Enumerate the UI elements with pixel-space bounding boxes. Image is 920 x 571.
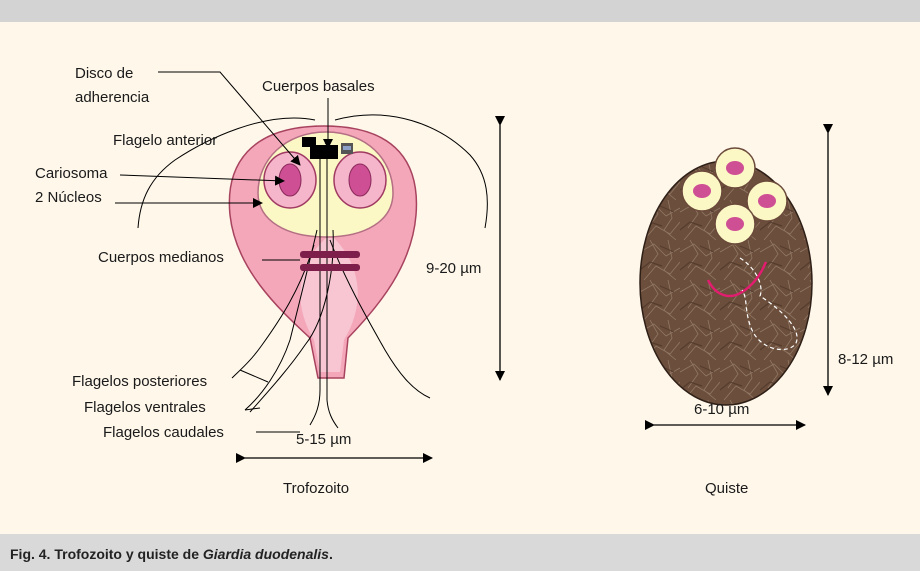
label-quiste: Quiste — [705, 480, 748, 497]
label-trofozoito-height: 9-20 µm — [426, 260, 481, 277]
nucleo-left — [264, 152, 316, 208]
label-cuerpos-basales: Cuerpos basales — [262, 78, 375, 95]
label-flagelo-anterior: Flagelo anterior — [113, 132, 217, 149]
diagram-canvas: Disco de adherencia Cuerpos basales Flag… — [0, 0, 920, 534]
caption-suffix: . — [329, 546, 333, 562]
caption-prefix: Fig. 4. Trofozoito y quiste de — [10, 546, 203, 562]
label-trofozoito: Trofozoito — [283, 480, 349, 497]
label-quiste-height: 8-12 µm — [838, 351, 893, 368]
quiste-nucleo-2 — [682, 171, 722, 211]
trofozoito-diagram: Disco de adherencia Cuerpos basales Flag… — [35, 65, 500, 497]
quiste-nucleo-4 — [715, 204, 755, 244]
label-flagelos-posteriores: Flagelos posteriores — [72, 373, 207, 390]
cuerpo-mediano-2 — [300, 264, 360, 271]
label-cariosoma: Cariosoma — [35, 165, 108, 182]
quiste-diagram: 8-12 µm 6-10 µm Quiste — [640, 133, 893, 497]
caption-species: Giardia duodenalis — [203, 546, 329, 562]
label-disco-2: adherencia — [75, 89, 150, 106]
label-flagelos-ventrales: Flagelos ventrales — [84, 399, 206, 416]
label-disco: Disco de — [75, 65, 133, 82]
figure-caption: Fig. 4. Trofozoito y quiste de Giardia d… — [10, 546, 333, 562]
nucleo-right — [334, 152, 386, 208]
quiste-nucleo-1 — [715, 148, 755, 188]
label-cuerpos-medianos: Cuerpos medianos — [98, 249, 224, 266]
label-trofozoito-width: 5-15 µm — [296, 431, 351, 448]
label-quiste-width: 6-10 µm — [694, 401, 749, 418]
label-nucleos: 2 Núcleos — [35, 189, 102, 206]
cuerpo-mediano-1 — [300, 251, 360, 258]
label-flagelos-caudales: Flagelos caudales — [103, 424, 224, 441]
pointer-flagelos-posteriores — [240, 370, 268, 382]
caption-bar: Fig. 4. Trofozoito y quiste de Giardia d… — [0, 534, 920, 571]
